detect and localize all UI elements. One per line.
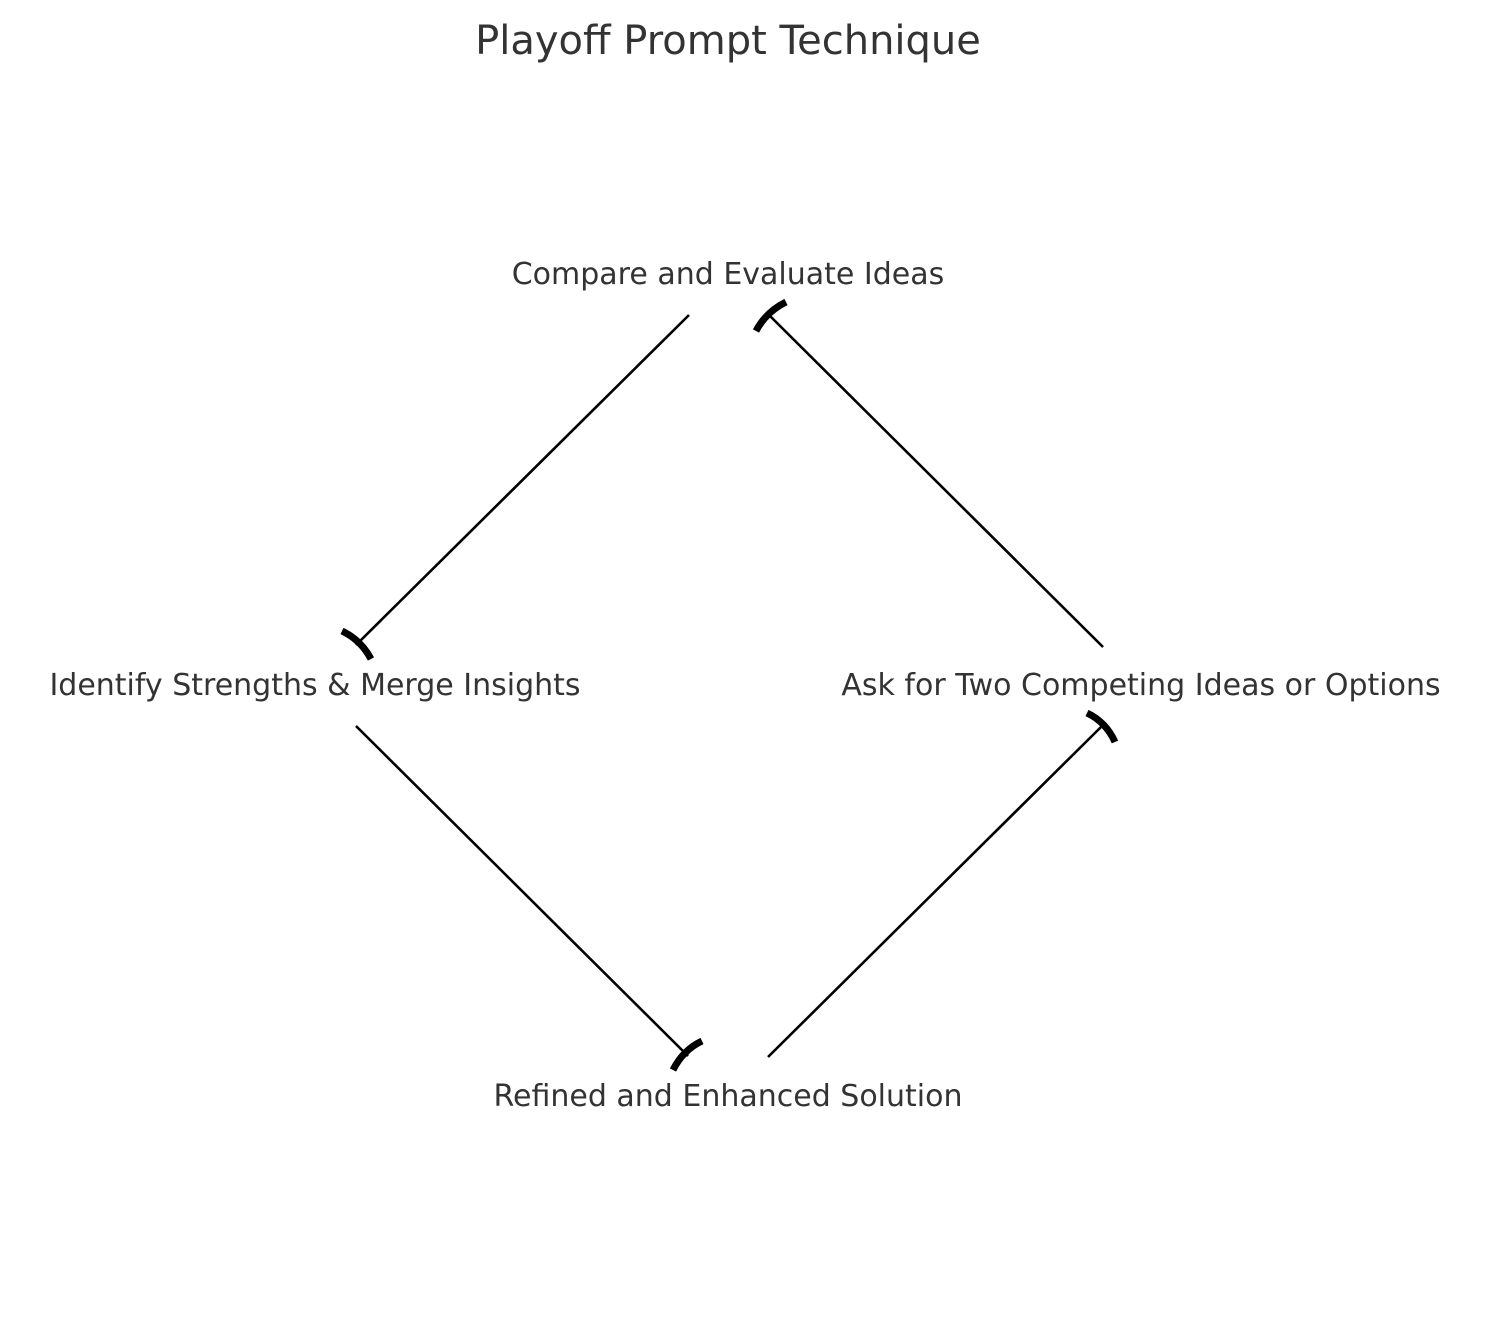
edge-ask-to-compare	[752, 298, 1104, 648]
edge-compare-to-identify	[340, 314, 690, 661]
edge-identify-to-refined	[355, 725, 704, 1072]
node-identify-strengths: Identify Strengths & Merge Insights	[49, 668, 580, 703]
node-ask-competing-ideas: Ask for Two Competing Ideas or Options	[841, 668, 1440, 703]
edge-refined-to-ask	[767, 709, 1119, 1058]
node-compare-and-evaluate: Compare and Evaluate Ideas	[512, 257, 945, 292]
diagram-title: Playoff Prompt Technique	[475, 18, 981, 64]
node-refined-solution: Refined and Enhanced Solution	[494, 1079, 963, 1114]
